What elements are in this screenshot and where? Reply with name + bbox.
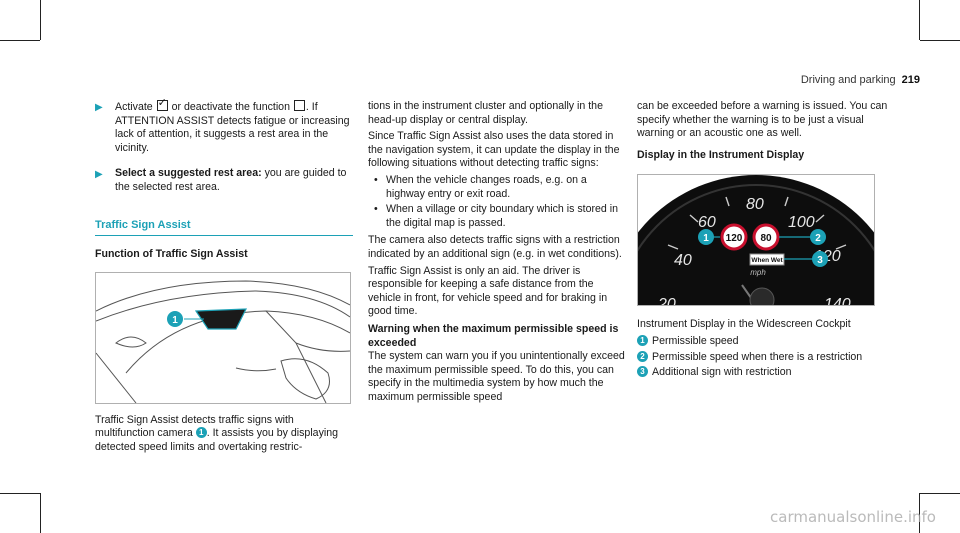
header-section: Driving and parking xyxy=(800,74,896,86)
instrument-display-figure: 40 60 80 100 120 20 140 120 80 When Wet … xyxy=(637,174,875,307)
legend-badge: 1 xyxy=(637,334,648,346)
tick-label: 80 xyxy=(746,196,764,213)
callout-badge: 1 xyxy=(195,427,207,439)
windshield-camera-illustration: 1 xyxy=(95,271,351,404)
warning-heading: Warning when the maximum permissible spe… xyxy=(368,322,619,349)
tick-label: 60 xyxy=(698,214,716,231)
situation-list: When the vehicle changes roads, e.g. on … xyxy=(368,174,628,230)
unit-label: mph xyxy=(750,268,766,277)
speedometer-drawing: 40 60 80 100 120 20 140 120 80 When Wet … xyxy=(638,175,874,306)
callout-3: 3 xyxy=(817,255,823,266)
legend-item: 1 Permissible speed xyxy=(637,334,899,349)
step-arrow-icon: ▶ xyxy=(95,102,103,113)
speed-sign-80: 80 xyxy=(760,233,772,244)
crop-mark xyxy=(0,40,40,41)
crop-mark xyxy=(919,493,920,533)
crop-mark xyxy=(920,40,960,41)
legend-text: Permissible speed when there is a restri… xyxy=(652,350,863,363)
legend-item: 3 Additional sign with restriction xyxy=(637,366,899,380)
display-heading: Display in the Instrument Display xyxy=(637,148,805,161)
tick-label: 20 xyxy=(657,296,676,305)
step2-text: you are guided to the selected rest area… xyxy=(115,167,347,193)
step-select-rest-area: ▶ Select a suggested rest area: you are … xyxy=(95,167,353,194)
step1-post: . If ATTENTION ASSIST detects fatigue or… xyxy=(115,101,350,154)
legend-text: Additional sign with restriction xyxy=(652,366,792,379)
figure-callout-1: 1 xyxy=(172,315,178,326)
column-3: can be exceeded before a warning is issu… xyxy=(637,100,899,382)
windshield-drawing: 1 xyxy=(96,280,350,403)
paragraph: The system can warn you if you unintenti… xyxy=(368,350,625,403)
checkbox-checked-icon xyxy=(156,97,168,111)
step1-mid: or deactivate the function xyxy=(171,101,290,113)
paragraph: Traffic Sign Assist is only an aid. The … xyxy=(368,264,608,318)
crop-mark xyxy=(40,0,41,40)
section-title: Traffic Sign Assist xyxy=(95,219,353,237)
watermark: carmanualsonline.info xyxy=(770,508,936,527)
legend-item: 2 Permissible speed when there is a restr… xyxy=(637,350,899,365)
column-1: ▶ Activate or deactivate the function . … xyxy=(95,97,353,458)
traffic-sign-body: Traffic Sign Assist detects traffic sign… xyxy=(95,414,353,455)
speed-sign-120: 120 xyxy=(726,233,743,244)
paragraph: Since Traffic Sign Assist also uses the … xyxy=(368,130,620,170)
callout-1: 1 xyxy=(703,233,709,244)
subsection-title: Function of Traffic Sign Assist xyxy=(95,248,248,261)
tick-label: 100 xyxy=(788,214,815,231)
crop-mark xyxy=(920,493,960,494)
paragraph: The camera also detects traffic signs wi… xyxy=(368,234,622,260)
figure-caption: Instrument Display in the Widescreen Coc… xyxy=(637,318,851,331)
crop-mark xyxy=(40,493,41,533)
body-a: Traffic Sign Assist detects traffic sign… xyxy=(95,413,294,440)
step-activate: ▶ Activate or deactivate the function . … xyxy=(95,97,353,155)
callout-2: 2 xyxy=(815,233,821,244)
paragraph: can be exceeded before a warning is issu… xyxy=(637,100,888,140)
checkbox-empty-icon xyxy=(293,100,305,111)
crop-mark xyxy=(919,0,920,40)
list-item: When a village or city boundary which is… xyxy=(374,203,628,230)
legend-text: Permissible speed xyxy=(652,334,739,347)
running-header: Driving and parking 219 xyxy=(801,74,920,88)
page-number: 219 xyxy=(901,74,920,86)
legend-badge: 3 xyxy=(637,366,648,378)
list-item: When the vehicle changes roads, e.g. on … xyxy=(374,174,628,201)
tick-label: 140 xyxy=(824,296,851,305)
crop-mark xyxy=(0,493,40,494)
when-wet-plate: When Wet xyxy=(751,257,783,264)
step1-pre: Activate xyxy=(115,101,153,113)
tick-label: 40 xyxy=(674,252,692,269)
step2-bold: Select a suggested rest area: xyxy=(115,167,262,180)
paragraph: tions in the instrument cluster and opti… xyxy=(368,100,603,126)
step-arrow-icon: ▶ xyxy=(95,169,103,181)
body-b: . It assists you by displaying detected … xyxy=(95,427,339,453)
column-2: tions in the instrument cluster and opti… xyxy=(368,100,628,407)
legend-badge: 2 xyxy=(637,350,648,362)
